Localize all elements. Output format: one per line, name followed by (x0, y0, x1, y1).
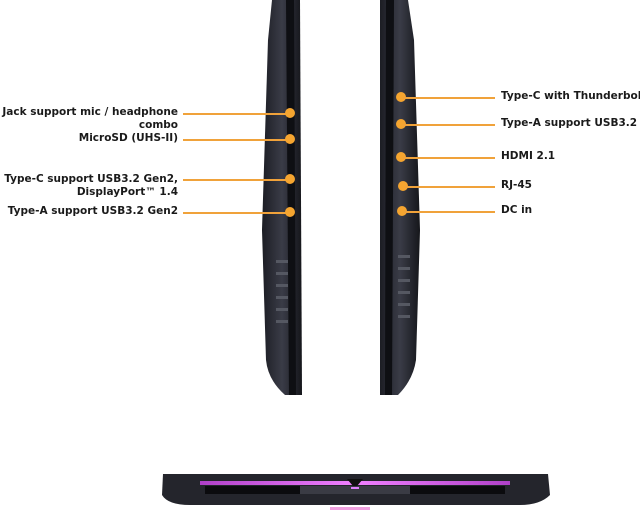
port-label-hdmi: HDMI 2.1 (501, 150, 556, 162)
callout-line (183, 179, 287, 181)
port-marker-dot (285, 134, 295, 144)
laptop-rear-view (162, 474, 550, 510)
port-marker-dot (285, 174, 295, 184)
callout-line (183, 139, 287, 141)
port-marker-dot (397, 206, 407, 216)
port-label-thunderbolt: Type-C with Thunderbolt™4 (501, 90, 640, 102)
callout-line (403, 157, 495, 159)
callout-line (403, 124, 495, 126)
port-label-type-a: Type-A support USB3.2 Gen2 (8, 205, 178, 218)
label-line: DisplayPort™ 1.4 (76, 186, 178, 198)
port-marker-dot (396, 119, 406, 129)
port-label-dc-in: DC in (501, 204, 533, 216)
callout-line (183, 113, 287, 115)
port-marker-dot (285, 207, 295, 217)
label-line: Type-C support USB3.2 Gen2, (4, 173, 178, 185)
callout-line (403, 97, 495, 99)
port-label-type-a: Type-A support USB3.2 Gen2 (501, 117, 640, 129)
port-marker-dot (396, 92, 406, 102)
callout-line (183, 212, 287, 214)
port-label-microsd: MicroSD (UHS-II) (79, 132, 178, 145)
callout-line (405, 186, 495, 188)
label-line: MicroSD (UHS-II) (78, 132, 178, 144)
label-line: Type-A support USB3.2 Gen2 (7, 205, 178, 217)
label-line: combo (138, 119, 178, 131)
port-marker-dot (285, 108, 295, 118)
laptop-left-side-view (262, 0, 302, 395)
port-label-type-c: Type-C support USB3.2 Gen2, DisplayPort™… (4, 173, 178, 199)
laptop-right-side-view (380, 0, 420, 395)
port-marker-dot (398, 181, 408, 191)
callout-line (404, 211, 495, 213)
port-label-rj45: RJ-45 (501, 179, 532, 191)
label-line: Audio Jack support mic / headphone (0, 106, 178, 118)
port-label-audio-jack: Audio Jack support mic / headphone combo (0, 106, 178, 132)
port-marker-dot (396, 152, 406, 162)
